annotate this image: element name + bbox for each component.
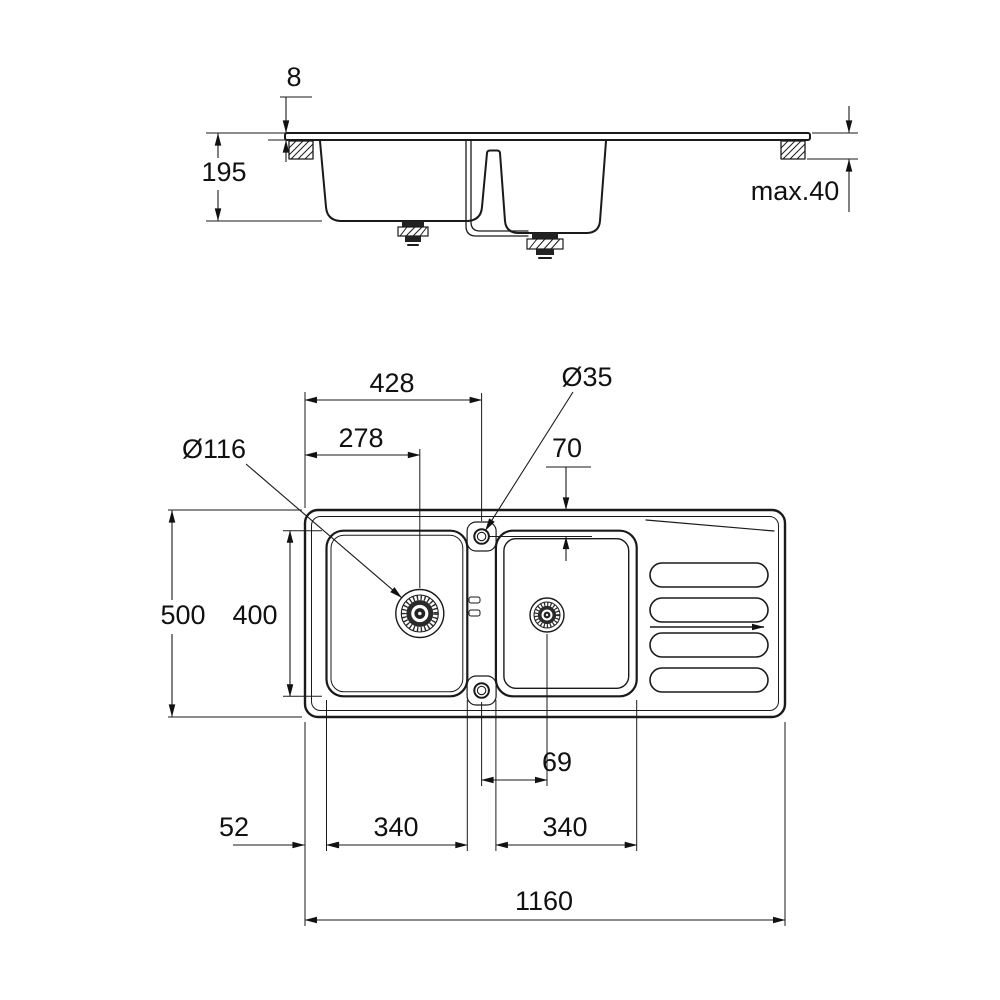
- drainer-grooves: [649, 562, 769, 693]
- section-view: 8 195 max.40: [201, 62, 858, 259]
- sink-rim-inner-line: [311, 516, 779, 711]
- dim-rim-thickness: 8: [268, 62, 312, 162]
- drainer-edge-line: [645, 519, 775, 532]
- dim-overall-length: 1160: [304, 886, 786, 924]
- dim-depth: 195: [201, 132, 322, 222]
- left-bowl: [325, 529, 469, 698]
- plan-view: 428 278 Ø35 Ø116 70 500: [160, 362, 787, 926]
- dim-label-8: 8: [286, 62, 301, 92]
- overflow-slots: [468, 596, 481, 617]
- overflow-pipes: [465, 140, 529, 237]
- dim-tap-from-edge: 70: [546, 433, 591, 561]
- right-drain-trap: [526, 233, 564, 259]
- dim-tap-hole-diameter: Ø35: [485, 362, 613, 531]
- dim-edge-to-bowl: 52: [219, 812, 360, 849]
- dim-tap-to-drain: 69: [481, 747, 572, 784]
- dim-label-500: 500: [160, 600, 205, 630]
- dim-counter-thickness: max.40: [751, 106, 858, 212]
- dim-label-195: 195: [201, 157, 246, 187]
- dim-waste-diameter: Ø116: [182, 434, 402, 598]
- dim-label-428: 428: [369, 368, 414, 398]
- dim-label-70: 70: [552, 433, 582, 463]
- counter-hatch-left: [288, 140, 314, 160]
- left-waste-drain: [395, 588, 445, 639]
- dim-label-69: 69: [542, 747, 572, 777]
- dim-label-max40: max.40: [751, 176, 840, 206]
- dim-label-400: 400: [232, 600, 277, 630]
- left-drain-trap: [397, 221, 429, 246]
- right-waste-drain: [529, 597, 565, 633]
- extension-lines: [168, 392, 786, 926]
- bowls-profile: [319, 140, 607, 234]
- dim-bowl-depth: 400: [232, 530, 294, 697]
- dim-left-bowl-width: 340: [326, 812, 468, 849]
- dim-tap-from-left: 428: [304, 368, 483, 404]
- dim-label-340-left: 340: [373, 812, 418, 842]
- tap-hole-bottom: [466, 675, 497, 706]
- sink-rim-profile: [284, 132, 811, 141]
- sink-outline: [303, 508, 787, 719]
- dim-label-1160: 1160: [515, 886, 573, 916]
- dim-label-d35: Ø35: [561, 362, 612, 392]
- dim-right-bowl-width: 340: [495, 812, 638, 849]
- dim-label-278: 278: [338, 423, 383, 453]
- dim-overall-depth: 500: [160, 510, 206, 717]
- counter-hatch-right: [780, 140, 806, 160]
- dim-label-d116: Ø116: [182, 434, 246, 464]
- dim-drain-from-left: 278: [304, 423, 421, 459]
- dim-label-52: 52: [219, 812, 249, 842]
- dim-label-340-right: 340: [542, 812, 587, 842]
